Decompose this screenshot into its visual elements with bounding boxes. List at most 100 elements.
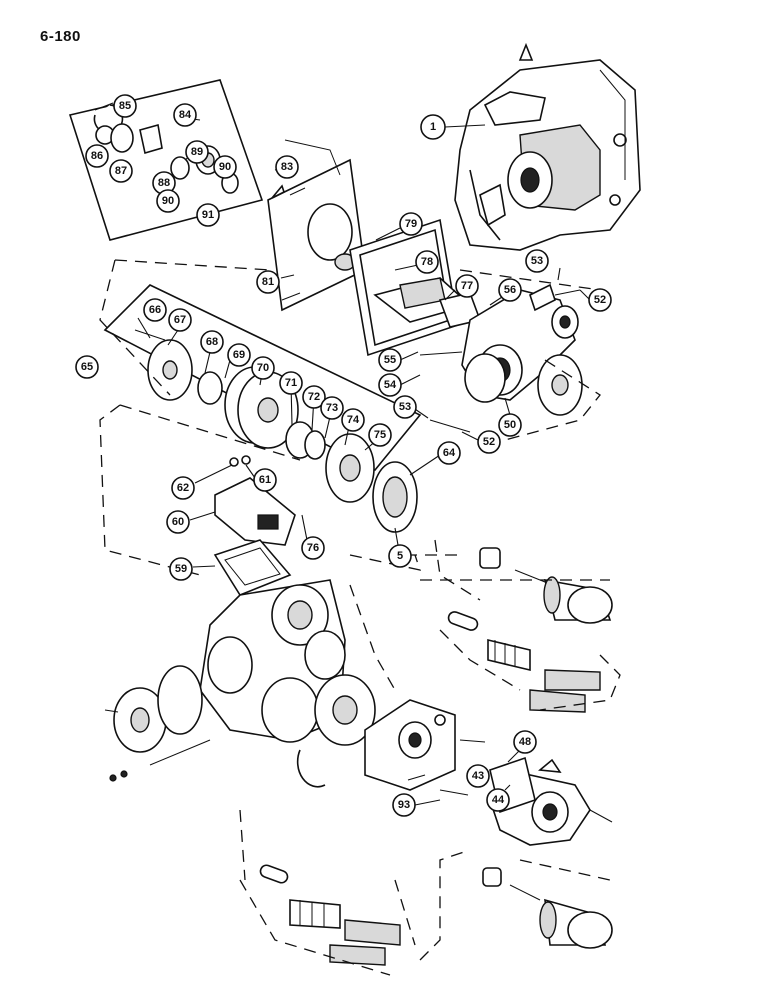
callout-62: 62	[171, 476, 195, 500]
callout-86: 86	[85, 144, 109, 168]
svg-text:54: 54	[384, 379, 397, 391]
svg-text:71: 71	[285, 377, 297, 389]
svg-text:43: 43	[472, 770, 484, 782]
svg-text:85: 85	[119, 100, 131, 112]
svg-text:52: 52	[483, 436, 495, 448]
svg-text:61: 61	[259, 474, 271, 486]
svg-text:53: 53	[399, 401, 411, 413]
svg-text:55: 55	[384, 354, 396, 366]
callout-85: 85	[113, 94, 137, 118]
svg-text:83: 83	[281, 161, 293, 173]
callout-5: 5	[388, 544, 412, 568]
svg-text:66: 66	[149, 304, 161, 316]
callout-70: 70	[251, 356, 275, 380]
callout-88: 88	[152, 171, 176, 195]
callout-67: 67	[168, 308, 192, 332]
callout-60: 60	[166, 510, 190, 534]
svg-text:75: 75	[374, 429, 386, 441]
callout-56: 56	[498, 278, 522, 302]
svg-text:48: 48	[519, 736, 531, 748]
svg-text:84: 84	[179, 109, 192, 121]
assembly-guide-lines	[99, 259, 621, 976]
callout-69: 69	[227, 343, 251, 367]
callout-81: 81	[256, 270, 280, 294]
svg-text:50: 50	[504, 419, 516, 431]
servo-spring-lower	[289, 899, 401, 966]
callout-55: 55	[378, 348, 402, 372]
callout-83: 83	[275, 155, 299, 179]
callout-73: 73	[320, 396, 344, 420]
page-number: 6-180	[40, 28, 81, 45]
callout-77: 77	[455, 274, 479, 298]
callouts: 1 5 43 44 48 50 52 52 53 53 54 55 56 59 …	[75, 94, 612, 817]
callout-72: 72	[302, 385, 326, 409]
callout-89: 89	[185, 140, 209, 164]
callout-44: 44	[486, 788, 510, 812]
callout-90-b: 90	[156, 189, 180, 213]
svg-text:74: 74	[347, 414, 360, 426]
bearing	[372, 461, 418, 533]
svg-text:76: 76	[307, 542, 319, 554]
svg-text:87: 87	[115, 165, 127, 177]
svg-text:91: 91	[202, 209, 214, 221]
svg-text:60: 60	[172, 516, 184, 528]
svg-text:67: 67	[174, 314, 186, 326]
svg-text:79: 79	[405, 218, 417, 230]
flange	[104, 665, 211, 782]
svg-text:64: 64	[443, 447, 456, 459]
rear-cover-plate	[267, 139, 366, 312]
svg-text:52: 52	[594, 294, 606, 306]
svg-text:69: 69	[233, 349, 245, 361]
callout-68: 68	[200, 330, 224, 354]
drive-shaft	[373, 277, 482, 328]
charge-pump-plate	[296, 674, 376, 788]
svg-text:65: 65	[81, 361, 93, 373]
svg-text:62: 62	[177, 482, 189, 494]
callout-76: 76	[301, 536, 325, 560]
svg-text:1: 1	[430, 121, 436, 133]
callout-91: 91	[196, 203, 220, 227]
callout-79: 79	[399, 212, 423, 236]
svg-text:59: 59	[175, 563, 187, 575]
svg-text:68: 68	[206, 336, 218, 348]
svg-text:77: 77	[461, 280, 473, 292]
callout-1: 1	[420, 114, 446, 140]
callout-54: 54	[378, 373, 402, 397]
callout-53-b: 53	[393, 395, 417, 419]
svg-text:44: 44	[492, 794, 505, 806]
svg-text:70: 70	[257, 362, 269, 374]
callout-87: 87	[109, 159, 133, 183]
svg-text:53: 53	[531, 255, 543, 267]
svg-text:93: 93	[398, 799, 410, 811]
valve-gasket	[213, 539, 292, 596]
callout-66: 66	[143, 298, 167, 322]
svg-text:88: 88	[158, 177, 170, 189]
valve-block	[214, 455, 296, 546]
callout-65: 65	[75, 355, 99, 379]
svg-text:89: 89	[191, 146, 203, 158]
callout-74: 74	[341, 408, 365, 432]
callout-93: 93	[392, 793, 416, 817]
svg-text:5: 5	[397, 550, 403, 562]
svg-text:56: 56	[504, 284, 516, 296]
servo-spring-upper	[487, 638, 601, 713]
svg-text:81: 81	[262, 276, 274, 288]
callout-71: 71	[279, 371, 303, 395]
svg-text:73: 73	[326, 402, 338, 414]
pump-assembly	[454, 42, 641, 251]
callout-64: 64	[437, 441, 461, 465]
seal-kit-box	[68, 79, 264, 241]
svg-text:90: 90	[162, 195, 174, 207]
svg-text:72: 72	[308, 391, 320, 403]
servo-cylinder-upper	[479, 547, 613, 624]
callout-48: 48	[513, 730, 537, 754]
svg-text:86: 86	[91, 150, 103, 162]
svg-text:78: 78	[421, 256, 433, 268]
callout-50: 50	[498, 413, 522, 437]
swashplate-housing	[419, 283, 583, 433]
callout-75: 75	[368, 423, 392, 447]
callout-78: 78	[415, 250, 439, 274]
callout-52-b: 52	[477, 430, 501, 454]
end-cap	[364, 699, 456, 791]
